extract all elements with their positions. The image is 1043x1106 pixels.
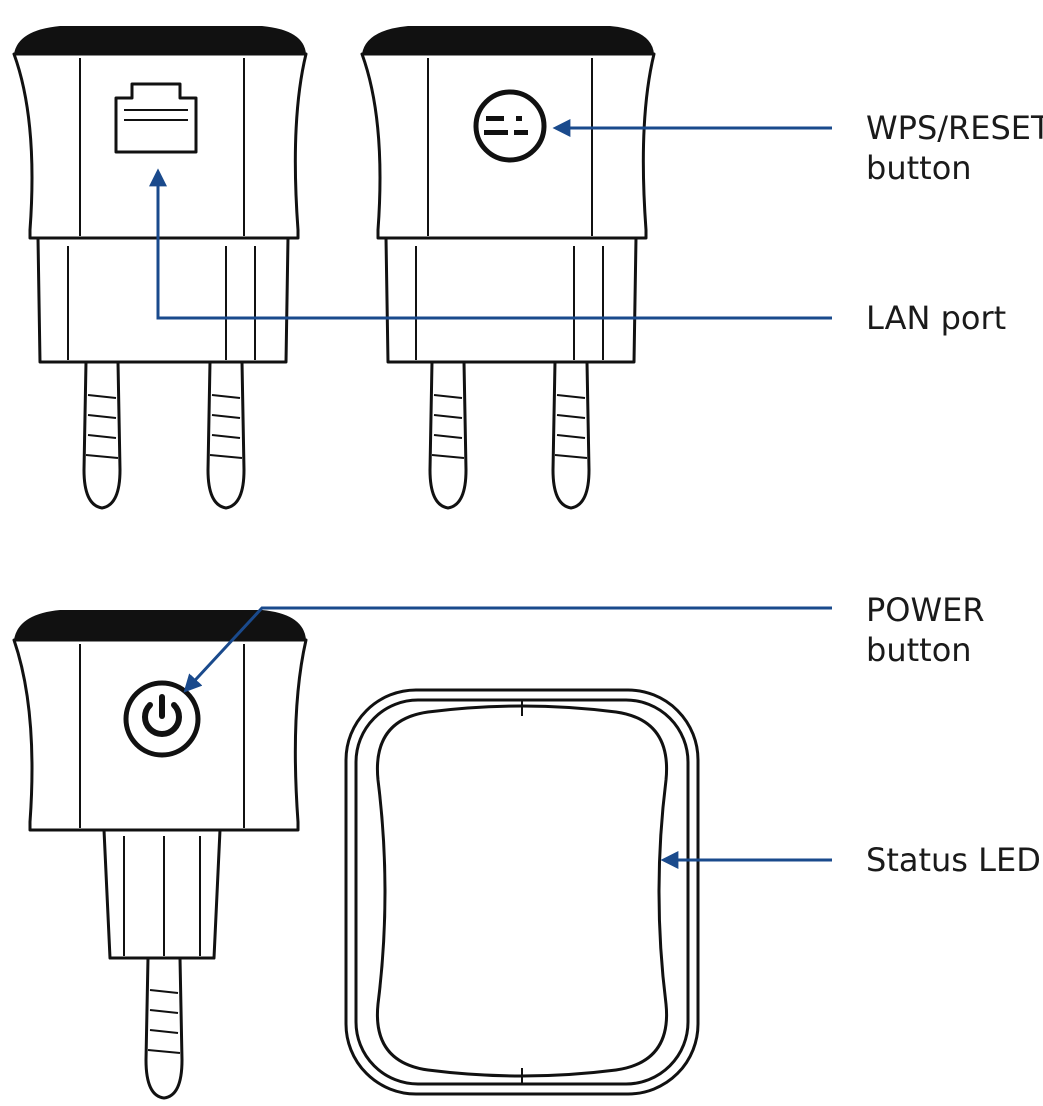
- label-lan-port: LAN port: [866, 299, 1007, 337]
- status-led-ring: [375, 704, 669, 1078]
- label-status-led: Status LED: [866, 841, 1041, 879]
- extender-front-led-view: [344, 688, 700, 1096]
- plug-pin: [144, 956, 184, 1100]
- extender-cap: [362, 26, 654, 54]
- plug-base: [36, 236, 290, 364]
- plug-base: [102, 828, 222, 960]
- extender-cap: [14, 610, 306, 640]
- wps-reset-button-icon: [473, 89, 547, 163]
- callout-arrow-lan: [149, 168, 832, 320]
- extender-side-lan-view: [12, 26, 308, 510]
- plug-pins: [82, 360, 246, 510]
- extender-front-power-view: [12, 610, 308, 1100]
- extender-side-wps-view: [360, 26, 656, 510]
- plug-base: [384, 236, 638, 364]
- callout-arrow-power: [183, 606, 832, 693]
- plug-pins: [428, 360, 591, 510]
- extender-cap: [14, 26, 306, 54]
- label-wps-reset-button: WPS/RESET button: [866, 109, 1043, 187]
- power-button-icon: [123, 680, 201, 758]
- label-power-button: POWER button: [866, 591, 985, 669]
- lan-port-icon: [114, 82, 198, 154]
